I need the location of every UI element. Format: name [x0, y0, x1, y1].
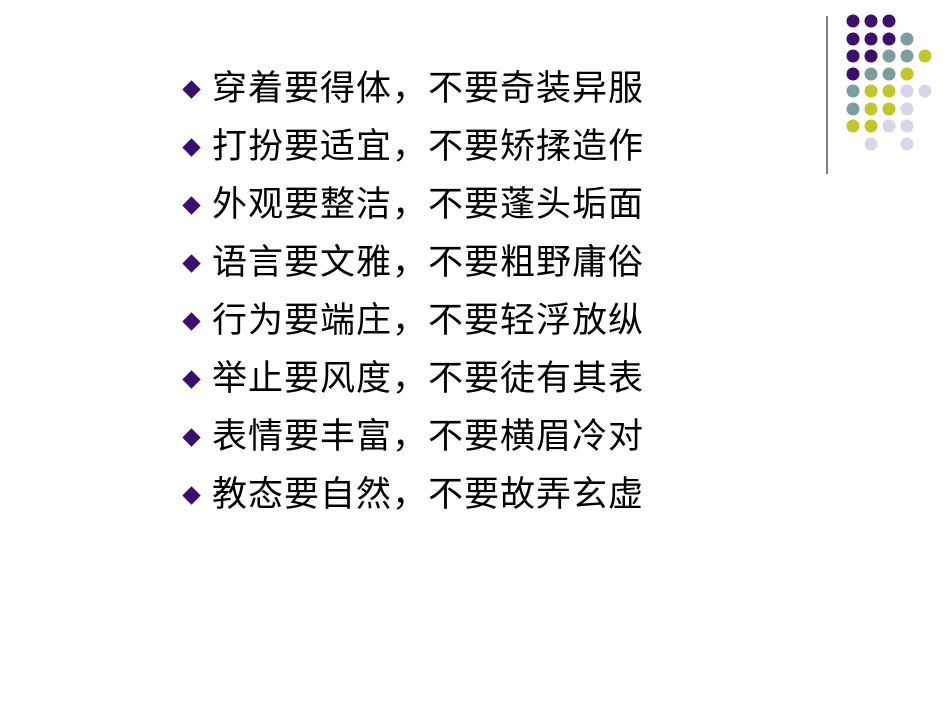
- decor-dot: [918, 49, 932, 63]
- decor-dot: [846, 67, 860, 81]
- decor-dot: [864, 14, 878, 28]
- decor-dot: [900, 32, 914, 46]
- diamond-bullet-icon: [182, 427, 201, 447]
- bullet-text: 打扮要适宜，不要矫揉造作: [212, 126, 645, 167]
- decor-dot: [918, 84, 932, 98]
- decor-dot: [900, 137, 914, 151]
- decor-dot: [864, 67, 878, 81]
- decor-dot: [846, 32, 860, 46]
- decor-dot: [882, 32, 896, 46]
- decor-dot: [864, 102, 878, 116]
- decor-dot: [846, 84, 860, 98]
- list-item: 穿着要得体，不要奇装异服: [181, 60, 644, 118]
- decor-dot: [900, 84, 914, 98]
- decor-dot: [846, 14, 860, 28]
- decor-dot: [882, 14, 896, 28]
- decor-dot: [882, 102, 896, 116]
- decor-dot: [846, 119, 860, 133]
- decor-dot: [864, 32, 878, 46]
- list-item: 外观要整洁，不要蓬头垢面: [181, 176, 644, 234]
- decor-dot: [882, 119, 896, 133]
- decor-dot: [900, 119, 914, 133]
- diamond-bullet-icon: [182, 79, 201, 99]
- decor-dot: [882, 49, 896, 63]
- list-item: 举止要风度，不要徒有其表: [181, 350, 644, 408]
- decor-dot: [864, 49, 878, 63]
- diamond-bullet-icon: [182, 137, 201, 157]
- decor-dot: [900, 102, 914, 116]
- bullet-text: 穿着要得体，不要奇装异服: [212, 68, 645, 109]
- list-item: 表情要丰富，不要横眉冷对: [181, 408, 644, 466]
- list-item: 打扮要适宜，不要矫揉造作: [181, 118, 644, 176]
- bullet-text: 外观要整洁，不要蓬头垢面: [212, 184, 645, 225]
- diamond-bullet-icon: [182, 311, 201, 331]
- bullet-text: 举止要风度，不要徒有其表: [212, 358, 645, 399]
- list-item: 行为要端庄，不要轻浮放纵: [181, 292, 644, 350]
- list-item: 语言要文雅，不要粗野庸俗: [181, 234, 644, 292]
- diamond-bullet-icon: [182, 253, 201, 273]
- diamond-bullet-icon: [182, 369, 201, 389]
- decor-dot: [882, 84, 896, 98]
- diamond-bullet-icon: [182, 485, 201, 505]
- decor-dot: [900, 67, 914, 81]
- decor-dot: [846, 102, 860, 116]
- decor-dot: [900, 49, 914, 63]
- decor-dot: [864, 84, 878, 98]
- bullet-text: 语言要文雅，不要粗野庸俗: [212, 242, 645, 283]
- list-item: 教态要自然，不要故弄玄虚: [181, 466, 644, 524]
- vertical-divider: [826, 16, 828, 174]
- decor-dot: [882, 67, 896, 81]
- decor-dot: [846, 49, 860, 63]
- decor-dot: [864, 137, 878, 151]
- bullet-list: 穿着要得体，不要奇装异服 打扮要适宜，不要矫揉造作 外观要整洁，不要蓬头垢面 语…: [181, 60, 644, 524]
- diamond-bullet-icon: [182, 195, 201, 215]
- bullet-text: 表情要丰富，不要横眉冷对: [212, 416, 645, 457]
- bullet-text: 教态要自然，不要故弄玄虚: [212, 474, 645, 515]
- bullet-text: 行为要端庄，不要轻浮放纵: [212, 300, 645, 341]
- decor-dot: [864, 119, 878, 133]
